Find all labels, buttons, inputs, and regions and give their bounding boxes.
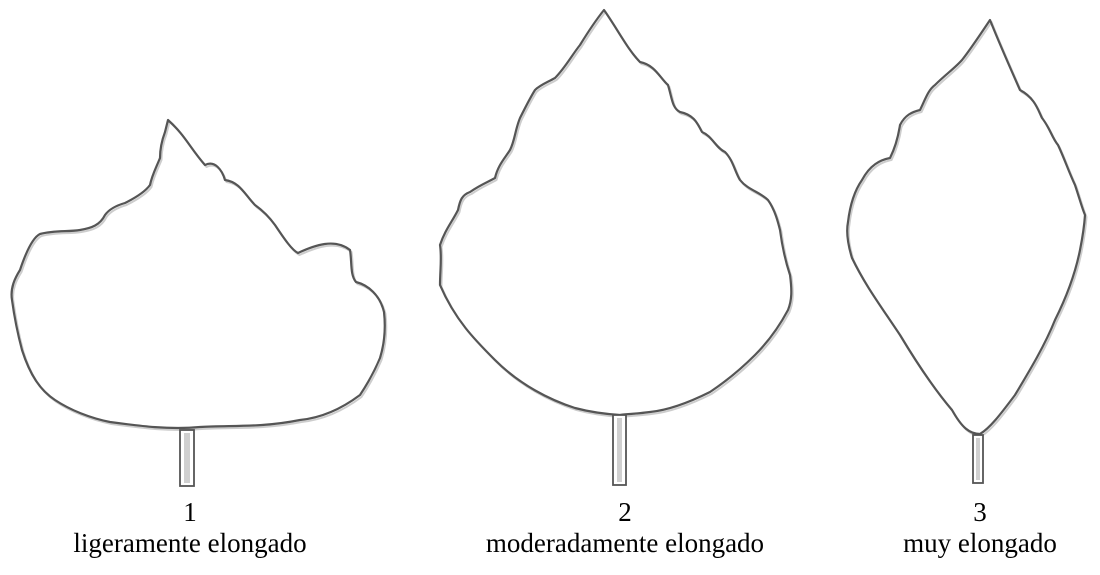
- leaf-2-number: 2: [618, 497, 632, 527]
- leaf-2-label: moderadamente elongado: [485, 528, 765, 558]
- leaf-1-number: 1: [183, 497, 197, 527]
- leaf-drawings: [10, 8, 1088, 487]
- leaf-1-label: ligeramente elongado: [73, 528, 307, 558]
- leaf-2: [438, 8, 794, 486]
- leaf-3-number: 3: [973, 497, 987, 527]
- leaf-3: [846, 18, 1088, 484]
- leaf-1-caption: 1 ligeramente elongado: [30, 497, 350, 559]
- leaf-3-caption: 3 muy elongado: [870, 497, 1090, 559]
- leaf-1: [10, 118, 388, 487]
- leaf-3-label: muy elongado: [903, 528, 1057, 558]
- leaf-2-caption: 2 moderadamente elongado: [455, 497, 795, 559]
